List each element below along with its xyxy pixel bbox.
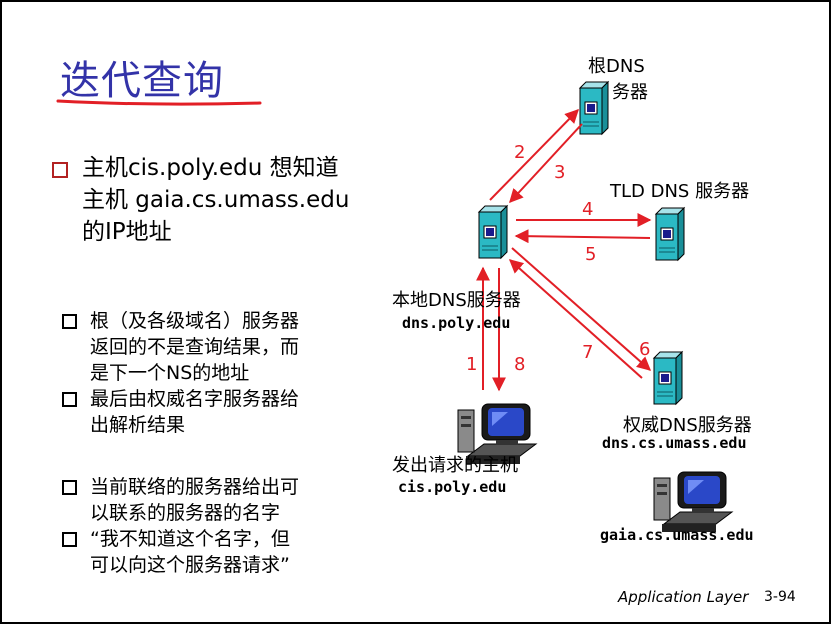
root-dns-label-cont: 务器 xyxy=(612,82,648,103)
arrow-5 xyxy=(514,229,651,244)
local-dns-server-icon xyxy=(478,205,508,259)
sub-bullet-item: “我不知道这个名字，但 可以向这个服务器请求” xyxy=(62,526,362,578)
sub-bullet-item: 当前联络的服务器给出可 以联系的服务器的名字 xyxy=(62,474,362,526)
target-hostname: gaia.cs.umass.edu xyxy=(600,526,754,544)
authoritative-dns-server-icon xyxy=(653,351,683,405)
checkbox-bullet-icon xyxy=(62,392,77,407)
title-underline xyxy=(56,99,262,106)
step-label-2: 2 xyxy=(514,142,526,163)
bullet-square-icon xyxy=(52,162,68,178)
root-dns-server-icon xyxy=(579,81,609,135)
step-label-6: 6 xyxy=(639,339,651,360)
arrow-3 xyxy=(509,123,583,204)
local-dns-hostname: dns.poly.edu xyxy=(402,314,511,332)
footer-page-number: 3-94 xyxy=(764,589,796,605)
step-label-7: 7 xyxy=(582,342,594,363)
main-bullet-text: 主机cis.poly.edu 想知道 主机 gaia.cs.umass.edu … xyxy=(82,155,350,245)
checkbox-bullet-icon xyxy=(62,314,77,329)
sub-bullet-item: 根（及各级域名）服务器 返回的不是查询结果，而 是下一个NS的地址 xyxy=(62,308,362,386)
local-dns-label: 本地DNS服务器 xyxy=(392,290,521,311)
checkbox-bullet-icon xyxy=(62,480,77,495)
tld-dns-server-icon xyxy=(655,207,685,261)
arrow-7 xyxy=(508,259,643,379)
root-dns-label: 根DNS xyxy=(588,56,645,77)
arrow-6 xyxy=(511,247,652,371)
authoritative-dns-hostname: dns.cs.umass.edu xyxy=(602,434,747,452)
authoritative-dns-label: 权威DNS服务器 xyxy=(623,415,752,436)
step-label-5: 5 xyxy=(585,244,597,265)
sub-bullet-item: 最后由权威名字服务器给 出解析结果 xyxy=(62,386,362,438)
sub-bullet-group-2: 当前联络的服务器给出可 以联系的服务器的名字 “我不知道这个名字，但 可以向这个… xyxy=(62,474,362,578)
step-label-1: 1 xyxy=(466,354,478,375)
requester-hostname: cis.poly.edu xyxy=(398,478,507,496)
tld-dns-label: TLD DNS 服务器 xyxy=(610,181,750,202)
step-label-3: 3 xyxy=(554,162,566,183)
step-label-8: 8 xyxy=(514,354,526,375)
checkbox-bullet-icon xyxy=(62,532,77,547)
target-host-computer-icon xyxy=(653,471,733,533)
arrow-2 xyxy=(489,108,579,201)
step-label-4: 4 xyxy=(582,199,594,220)
footer-app-layer: Application Layer xyxy=(618,588,749,606)
requester-label: 发出请求的主机 xyxy=(392,455,518,476)
slide-title: 迭代查询 xyxy=(60,58,224,104)
sub-bullet-group-1: 根（及各级域名）服务器 返回的不是查询结果，而 是下一个NS的地址 最后由权威名… xyxy=(62,308,362,438)
